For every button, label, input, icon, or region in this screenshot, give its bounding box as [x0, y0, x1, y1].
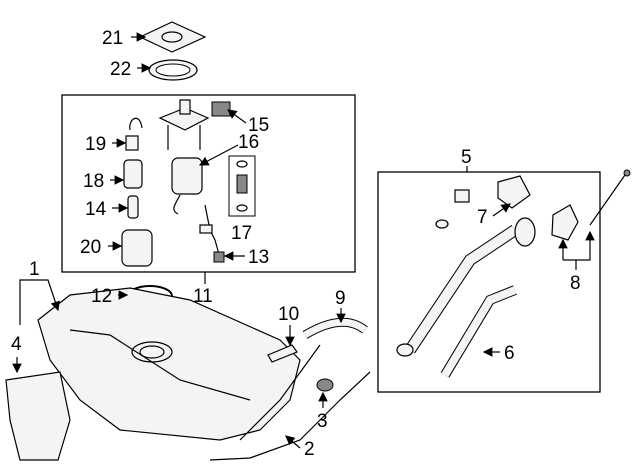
callout-18: 18	[83, 171, 104, 192]
callout-9: 9	[335, 288, 346, 309]
part-22-lock-ring	[148, 59, 198, 81]
callout-1: 1	[29, 259, 40, 280]
callout-5: 5	[461, 147, 472, 168]
part-21-cover	[138, 21, 207, 53]
callout-17: 17	[231, 223, 252, 244]
part-pump-flange	[158, 99, 210, 150]
callout-19: 19	[85, 134, 106, 155]
callout-22: 22	[110, 59, 131, 80]
callout-4: 4	[11, 334, 22, 355]
callout-15: 15	[248, 115, 269, 136]
callout-21: 21	[102, 28, 123, 49]
part-10-bracket	[267, 344, 298, 363]
part-6-filler-pipe	[396, 217, 536, 378]
callout-16: 16	[238, 132, 259, 153]
part-14-regulator	[127, 195, 139, 219]
callout-7: 7	[477, 207, 488, 228]
part-8-fuel-door	[551, 169, 631, 241]
callout-20: 20	[80, 237, 101, 258]
part-20-reservoir	[121, 229, 153, 267]
part-2-strap	[209, 344, 371, 461]
callout-3: 3	[317, 411, 328, 432]
callout-10: 10	[278, 304, 299, 325]
callout-12: 12	[91, 286, 112, 307]
pump-assembly-box	[61, 94, 356, 273]
part-18-filter	[123, 159, 143, 189]
callout-11: 11	[193, 286, 213, 307]
callout-13: 13	[248, 247, 269, 268]
part-13-sender	[199, 204, 225, 263]
part-15-connector	[211, 101, 231, 117]
callout-14: 14	[85, 199, 107, 220]
part-9-hose	[302, 317, 368, 339]
part-17-kit	[228, 155, 256, 217]
part-19-valve	[125, 117, 143, 151]
callout-8: 8	[570, 273, 581, 294]
callout-6: 6	[504, 343, 515, 364]
part-16-pump	[171, 157, 203, 215]
part-1-fuel-tank	[37, 287, 301, 441]
callout-2: 2	[304, 439, 315, 460]
part-4-heat-shield	[5, 371, 71, 461]
filler-neck-box	[377, 171, 601, 393]
part-7-filler-housing	[435, 175, 531, 229]
part-3-grommet	[316, 378, 334, 392]
